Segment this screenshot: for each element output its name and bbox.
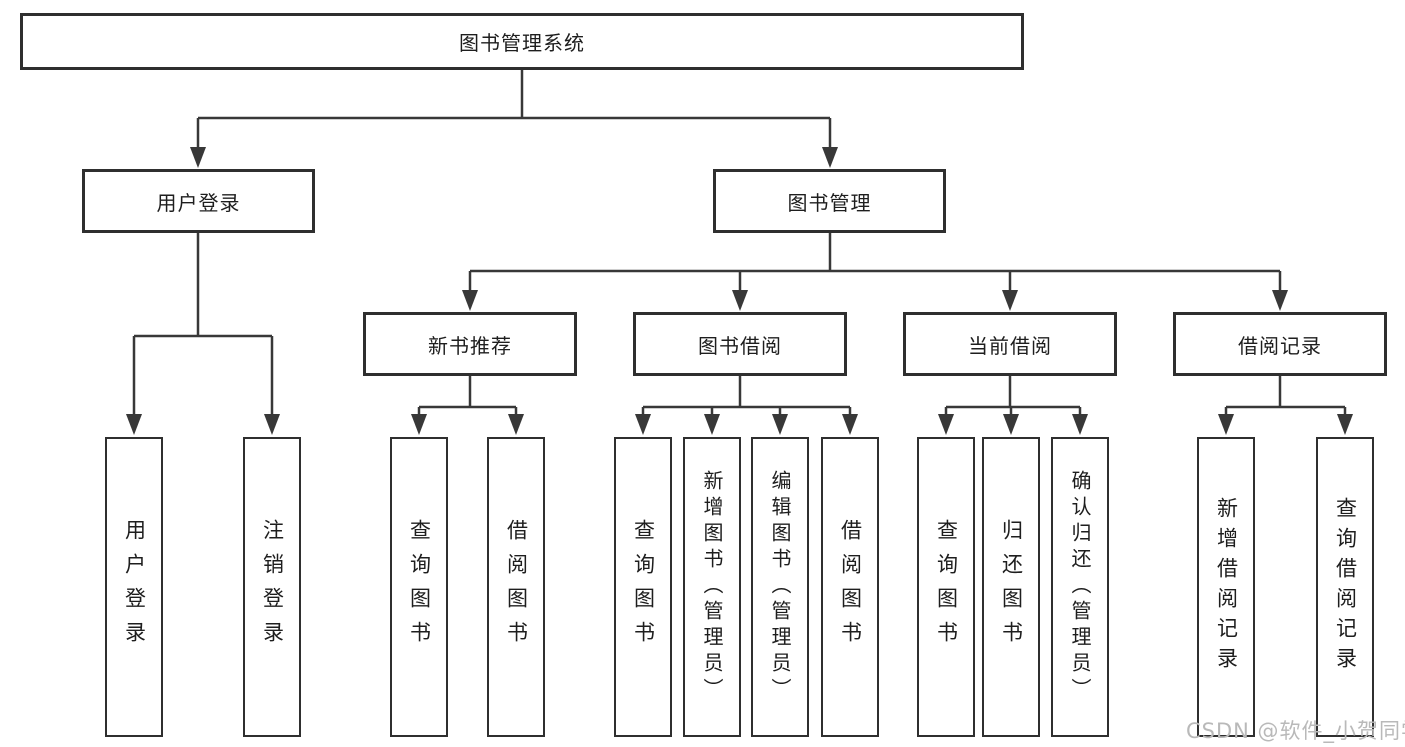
csdn-watermark: CSDN @软件_小贺同学 — [1186, 719, 1405, 743]
node-bb-edit-book-admin: 编辑图书（管理员） — [751, 437, 809, 737]
node-borrow-record-label: 借阅记录 — [1238, 333, 1322, 358]
node-login: 用户登录 — [105, 437, 163, 737]
node-bb-edit-book-admin-label: 编辑图书（管理员） — [768, 470, 792, 704]
node-book-management-label: 图书管理 — [787, 190, 872, 215]
node-nbr-borrow-book-label: 借阅图书 — [504, 519, 529, 655]
node-bb-add-book-admin-label: 新增图书（管理员） — [700, 470, 724, 704]
node-cb-query-book: 查询图书 — [917, 437, 975, 737]
node-cb-return-book: 归还图书 — [982, 437, 1040, 737]
node-logout: 注销登录 — [243, 437, 301, 737]
node-root: 图书管理系统 — [20, 13, 1024, 70]
node-book-borrow-label: 图书借阅 — [698, 333, 782, 358]
node-br-query-record-label: 查询借阅记录 — [1333, 497, 1358, 677]
node-cb-confirm-return-admin-label: 确认归还（管理员） — [1068, 470, 1092, 704]
node-new-book-recommend: 新书推荐 — [363, 312, 577, 376]
node-user-login: 用户登录 — [82, 169, 315, 233]
node-user-login-label: 用户登录 — [156, 190, 241, 215]
node-br-add-record: 新增借阅记录 — [1197, 437, 1255, 737]
node-root-label: 图书管理系统 — [459, 31, 585, 55]
node-nbr-query-book-label: 查询图书 — [407, 519, 432, 655]
node-cb-return-book-label: 归还图书 — [999, 519, 1024, 655]
node-bb-query-book: 查询图书 — [614, 437, 672, 737]
node-login-label: 用户登录 — [122, 519, 147, 655]
node-borrow-record: 借阅记录 — [1173, 312, 1387, 376]
node-bb-query-book-label: 查询图书 — [631, 519, 656, 655]
node-logout-label: 注销登录 — [260, 519, 285, 655]
node-new-book-recommend-label: 新书推荐 — [428, 333, 512, 358]
node-book-management: 图书管理 — [713, 169, 946, 233]
node-br-query-record: 查询借阅记录 — [1316, 437, 1374, 737]
node-bb-add-book-admin: 新增图书（管理员） — [683, 437, 741, 737]
node-book-borrow: 图书借阅 — [633, 312, 847, 376]
node-cb-query-book-label: 查询图书 — [934, 519, 959, 655]
node-nbr-borrow-book: 借阅图书 — [487, 437, 545, 737]
node-nbr-query-book: 查询图书 — [390, 437, 448, 737]
node-current-borrow: 当前借阅 — [903, 312, 1117, 376]
node-cb-confirm-return-admin: 确认归还（管理员） — [1051, 437, 1109, 737]
node-br-add-record-label: 新增借阅记录 — [1214, 497, 1239, 677]
node-current-borrow-label: 当前借阅 — [968, 333, 1052, 358]
node-bb-borrow-book-label: 借阅图书 — [838, 519, 863, 655]
arrowheads — [126, 147, 1353, 435]
node-bb-borrow-book: 借阅图书 — [821, 437, 879, 737]
